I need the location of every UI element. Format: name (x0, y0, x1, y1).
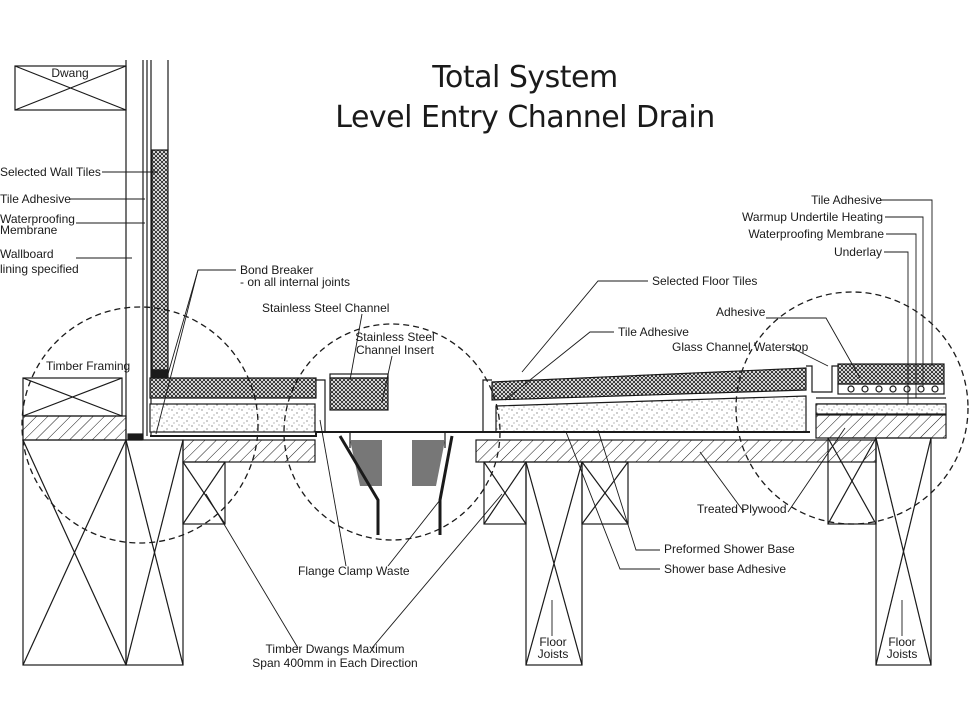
label-dwangs-1: Timber Dwangs Maximum (265, 642, 405, 656)
heating-layer (837, 383, 945, 395)
timber-framing-left (22, 377, 123, 417)
label-tile-adhesive-left: Tile Adhesive (0, 192, 71, 206)
label-floor-joists-left-1: Floor (539, 635, 567, 649)
label-tile-adhesive-mid: Tile Adhesive (618, 325, 689, 339)
label-waterproofing-left-2: Membrane (0, 223, 58, 237)
label-dwangs-2: Span 400mm in Each Direction (252, 656, 418, 670)
label-floor-joists-right-1: Floor (888, 635, 916, 649)
detail-circle-mid (283, 323, 501, 541)
plywood-left (182, 439, 316, 463)
floor-slab-left (22, 415, 127, 441)
label-floor-joists-right-2: Joists (886, 647, 918, 661)
dwang-2 (483, 461, 527, 525)
label-treated-plywood: Treated Plywood (697, 502, 787, 516)
label-wallboard-2: lining specified (0, 262, 79, 276)
label-flange-clamp: Flange Clamp Waste (298, 564, 410, 578)
joist-mid (525, 461, 583, 666)
floor-tiles-mid (491, 367, 807, 401)
diagram-title-line-2: Level Entry Channel Drain (335, 100, 715, 135)
detail-circle-right (735, 291, 969, 525)
label-warmup-heating: Warmup Undertile Heating (742, 210, 883, 224)
floor-tiles-left (149, 377, 317, 399)
bond-breaker-block (151, 369, 169, 378)
label-glass-waterstop: Glass Channel Waterstop (672, 340, 809, 354)
underlay-right (815, 403, 947, 415)
label-bond-breaker-2: - on all internal joints (240, 275, 351, 289)
glass-waterstop (806, 365, 838, 393)
label-waterproofing-right: Waterproofing Membrane (748, 227, 884, 241)
label-shower-base: Preformed Shower Base (664, 542, 795, 556)
plywood-mid (475, 439, 877, 463)
label-ss-insert-1: Stainless Steel (355, 330, 435, 344)
membrane-line (150, 431, 810, 437)
label-underlay: Underlay (833, 245, 882, 259)
dwang-3 (581, 461, 629, 525)
label-adhesive: Adhesive (716, 305, 766, 319)
wall-base-block (127, 433, 143, 441)
shower-base-mid (495, 395, 807, 433)
label-tile-adhesive-right: Tile Adhesive (811, 193, 882, 207)
joist-right (875, 437, 932, 666)
label-floor-tiles: Selected Floor Tiles (652, 274, 758, 288)
label-ss-channel: Stainless Steel Channel (262, 301, 390, 315)
wall-framing (125, 60, 169, 440)
label-dwang: Dwang (51, 66, 89, 80)
wall-tiles (151, 149, 169, 373)
label-ss-insert-2: Channel Insert (355, 343, 435, 357)
plywood-right (815, 414, 947, 439)
diagram-title-line-1: Total System (432, 60, 618, 95)
shower-base-left (149, 403, 316, 433)
joist-left (22, 439, 127, 666)
flange-clamp-waste (338, 435, 454, 535)
dwang-under-wall (125, 439, 184, 666)
label-floor-joists-left-2: Joists (537, 647, 569, 661)
label-waterproofing-left-1: Waterproofing (0, 212, 75, 226)
label-wallboard-1: Wallboard (0, 247, 54, 261)
detail-circle-left (21, 306, 259, 544)
label-wall-tiles: Selected Wall Tiles (0, 165, 101, 179)
stainless-channel (316, 373, 492, 448)
label-bond-breaker-1: Bond Breaker (240, 263, 314, 277)
label-shower-base-adhesive: Shower base Adhesive (664, 562, 787, 576)
heating-cables (847, 385, 939, 393)
label-timber-framing: Timber Framing (46, 359, 131, 373)
